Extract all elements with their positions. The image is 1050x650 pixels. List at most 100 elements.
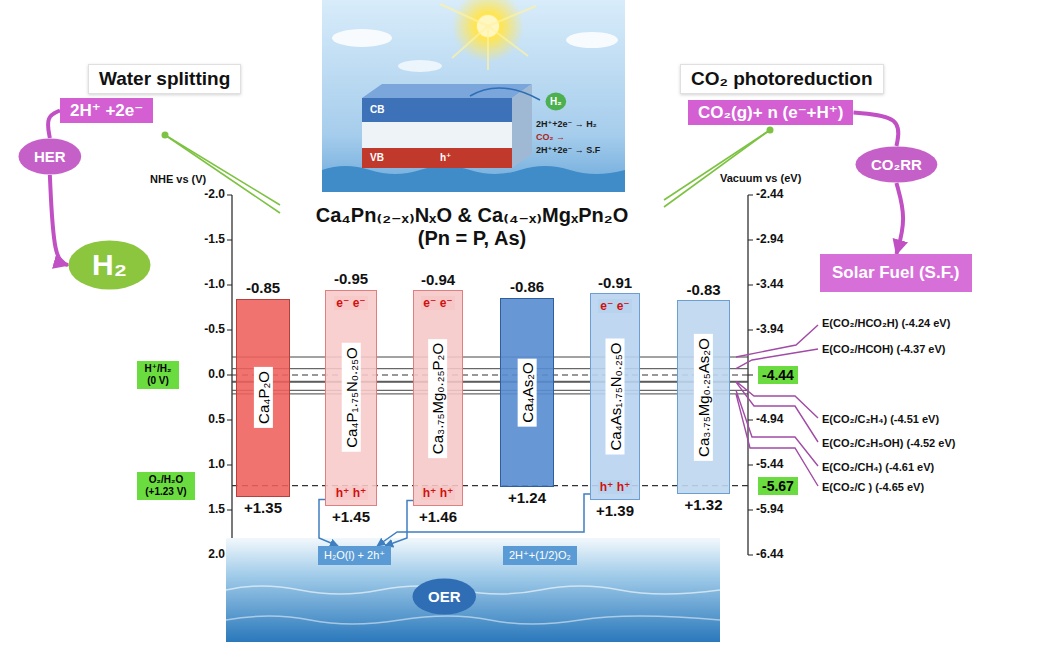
- reaction-equation: CO₂ →: [536, 132, 565, 142]
- tick-label: -3.94: [756, 323, 783, 337]
- guide-lines: [165, 130, 770, 213]
- compound-name: Ca₃.₇₅Mg₀.₂₅P₂O: [429, 339, 448, 458]
- compound-name: Ca₄As₂O: [518, 358, 537, 426]
- tick-label: 0.0: [208, 368, 225, 382]
- potential-label: E(CO₂/CH₄) (-4.61 eV): [822, 461, 934, 474]
- guide-dot: [767, 127, 774, 134]
- connector-arrow: [377, 494, 590, 546]
- carrier-mark: h⁺ h⁺: [598, 480, 633, 494]
- compound-name: Ca₄As₁.₇₅N₀.₂₅O: [606, 339, 625, 455]
- band-edge-value: +1.45: [332, 508, 370, 525]
- band-edge-value: +1.32: [685, 496, 723, 513]
- cloud: [566, 32, 618, 48]
- tick-label: 1.5: [208, 503, 225, 517]
- product-ellipse: H₂: [68, 240, 151, 290]
- node-text: -4.44: [762, 367, 794, 383]
- node-text: H₂O(l) + 2h⁺: [324, 549, 385, 562]
- node-text: 2H⁺+(1/2)O₂: [509, 549, 571, 562]
- node-text: CO₂ photoreduction: [691, 68, 873, 90]
- cloud: [398, 60, 442, 72]
- axis-title: NHE vs (V): [150, 173, 206, 186]
- guide-line: [165, 135, 280, 205]
- ellipse-shape: [413, 579, 477, 615]
- band-bar: Ca₄As₂O: [500, 298, 554, 487]
- ellipse-shape: [856, 147, 938, 183]
- band-edge-value: -0.91: [598, 274, 632, 291]
- connector-arrow: [50, 175, 68, 265]
- tick-label: -2.94: [756, 233, 783, 247]
- connector-arrow: [48, 111, 60, 139]
- tick-label: 2.0: [208, 548, 225, 562]
- carrier-mark: e⁻ e⁻: [421, 296, 454, 310]
- process-ellipse: HER: [18, 138, 82, 175]
- node-text: OER: [428, 588, 461, 605]
- band-bar: Ca₃.₇₅Mg₀.₂₅As₂O: [677, 300, 730, 494]
- reference-levels: [232, 375, 748, 486]
- carrier-mark: e⁻ e⁻: [334, 296, 367, 310]
- node-text: CO₂RR: [871, 156, 922, 173]
- reaction-box: H₂O(l) + 2h⁺: [318, 546, 391, 565]
- slab-top: [362, 84, 532, 98]
- axis-title: Vacuum vs (eV): [720, 172, 801, 185]
- gas-arrow: [470, 88, 540, 100]
- tick-label: -1.5: [204, 233, 225, 247]
- band-bar: Ca₄P₂O: [236, 299, 290, 497]
- band-edge-value: -0.83: [686, 281, 720, 298]
- node-text: Solar Fuel (S.F.): [832, 263, 960, 283]
- connector-arrow: [896, 183, 903, 254]
- guide-line: [664, 130, 770, 207]
- process-ellipse: OER: [412, 578, 477, 615]
- compound-name: Ca₄P₁.₇₅N₀.₂₅O: [342, 343, 361, 452]
- sea: [322, 166, 625, 192]
- node-text: H₂: [92, 248, 127, 282]
- heading-box: CO₂ photoreduction: [680, 64, 884, 94]
- potential-label: E(CO₂/C₂H₅OH) (-4.52 eV): [822, 437, 955, 450]
- potential-label: E(CO₂/HCO₂H) (-4.24 eV): [822, 317, 950, 330]
- node-text: HER: [34, 148, 66, 165]
- carrier-mark: e⁻ e⁻: [598, 299, 631, 313]
- wave: [226, 616, 720, 624]
- potential-label: E(CO₂/C₂H₄) (-4.51 eV): [822, 413, 939, 426]
- node-text: Water splitting: [99, 68, 230, 90]
- potential-tag: -5.67: [758, 477, 798, 495]
- band-label: VB: [370, 152, 384, 164]
- node-text: -5.67: [762, 478, 794, 494]
- potential-label: E(CO₂/C ) (-4.65 eV): [822, 481, 924, 494]
- band-bar: e⁻ e⁻ Ca₃.₇₅Mg₀.₂₅P₂O h⁺ h⁺: [413, 290, 463, 506]
- sky-illustration: [322, 0, 625, 192]
- reaction-box: 2H⁺ +2e⁻: [60, 98, 153, 123]
- tick-label: -3.44: [756, 278, 783, 292]
- axes: [227, 195, 753, 555]
- compound-name: Ca₃.₇₅Mg₀.₂₅As₂O: [694, 334, 713, 461]
- tick-label: -1.0: [204, 278, 225, 292]
- band-edge-value: +1.46: [419, 508, 457, 525]
- reaction-box: 2H⁺+(1/2)O₂: [503, 546, 577, 565]
- band-edge-value: -0.94: [421, 271, 455, 288]
- sun-rays: [440, 4, 536, 70]
- conduction-band: [362, 98, 512, 122]
- band-edge-value: +1.24: [508, 489, 546, 506]
- ellipse-shape: [69, 241, 151, 290]
- node-text: O₂/H₂O (+1.23 V): [140, 474, 192, 498]
- tick-label: 0.5: [208, 413, 225, 427]
- tick-label: -5.44: [756, 458, 783, 472]
- band-edge-value: +1.35: [244, 499, 282, 516]
- heading-box: Water splitting: [88, 64, 241, 94]
- cloud: [332, 29, 392, 47]
- guide-line: [664, 130, 770, 200]
- band-bar: e⁻ e⁻Ca₄P₁.₇₅N₀.₂₅Oh⁺ h⁺: [325, 290, 377, 506]
- guide-dot: [162, 132, 169, 139]
- tick-label: -4.94: [756, 413, 783, 427]
- compound-name: Ca₄P₂O: [254, 367, 273, 428]
- band-edge-value: +1.39: [596, 502, 634, 519]
- valence-band: [362, 148, 512, 168]
- redox-levels: [232, 357, 748, 394]
- band-label: CB: [370, 104, 384, 116]
- water: [226, 538, 720, 642]
- carrier-mark: h⁺ h⁺: [421, 486, 456, 500]
- leader-lines: [736, 325, 818, 486]
- water-illustration: [226, 538, 720, 642]
- node-text: CO₂(g)+ n (e⁻+H⁺): [698, 102, 843, 123]
- tick-label: -2.44: [756, 188, 783, 202]
- potential-label: E(CO₂/HCOH) (-4.37 eV): [822, 343, 945, 356]
